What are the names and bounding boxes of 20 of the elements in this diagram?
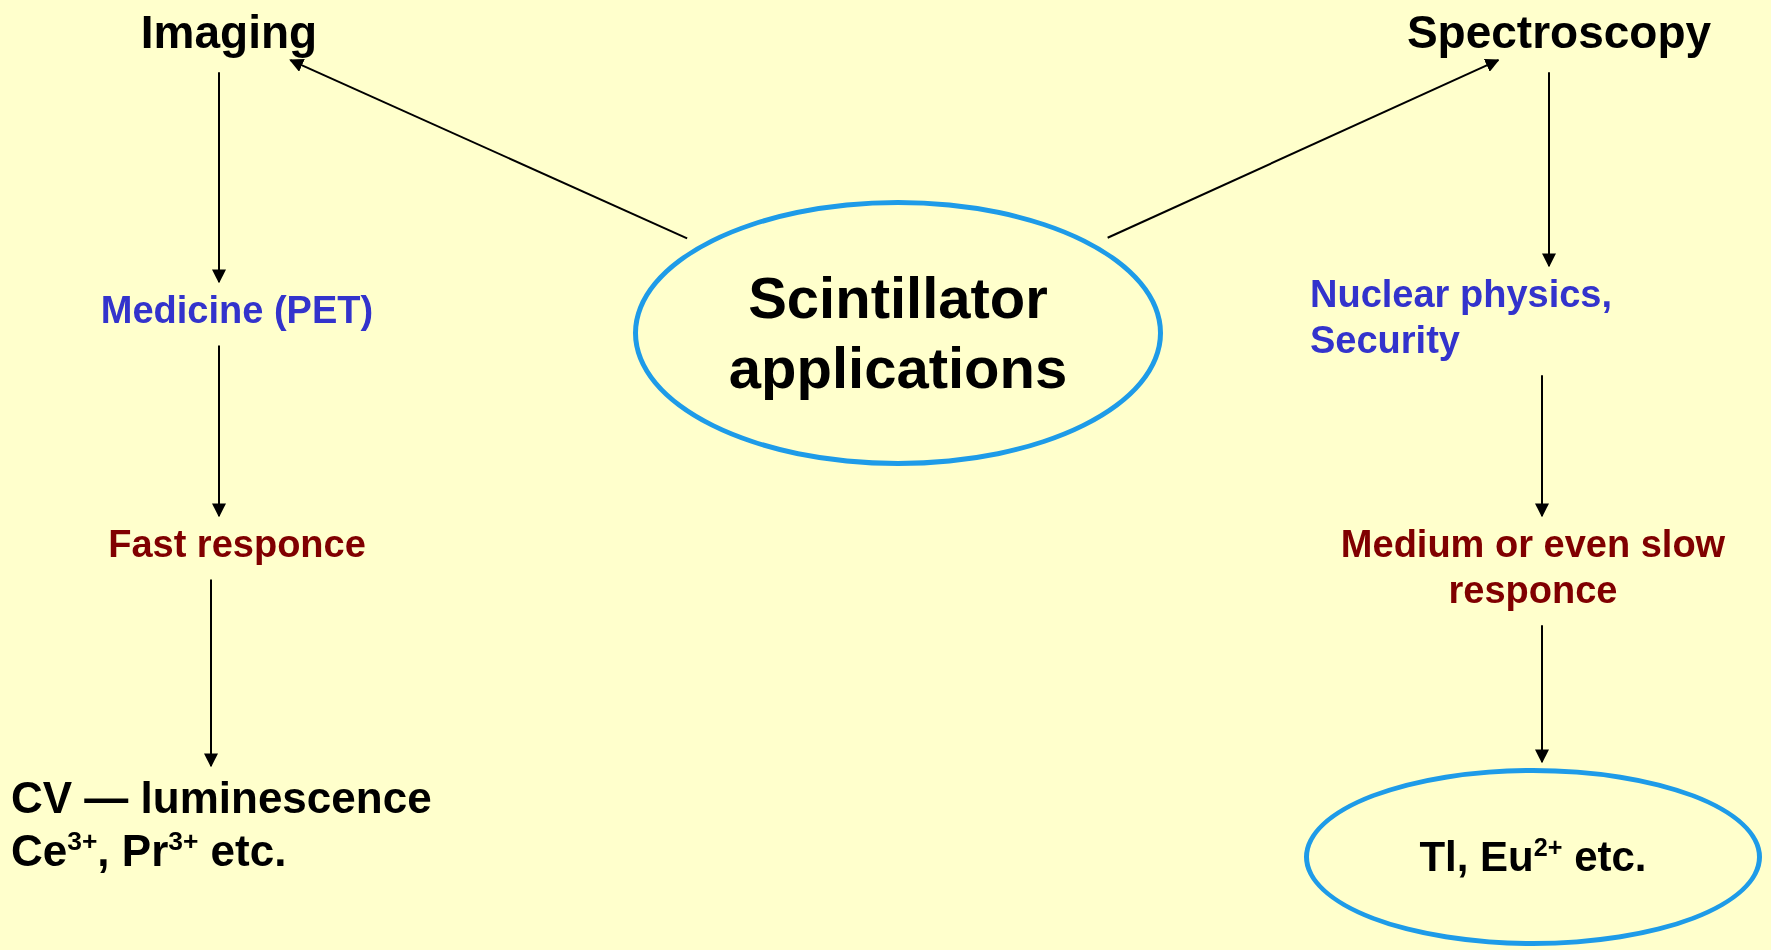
node-label: Nuclear physics, Security xyxy=(1310,272,1614,363)
node-label: Ce$^{3+}$, Pr$^{3+}$ etc. xyxy=(11,824,287,877)
ellipse-node xyxy=(1304,768,1762,946)
arrow xyxy=(204,578,218,768)
node-label: Imaging xyxy=(140,5,318,60)
arrow xyxy=(1535,624,1549,764)
arrow xyxy=(212,344,226,518)
node-label: Scintillator applications xyxy=(727,264,1069,402)
node-label: Medium or even slow responce xyxy=(1339,522,1727,613)
node-label: Spectroscopy xyxy=(1406,5,1712,60)
arrow xyxy=(1535,374,1549,518)
arrow xyxy=(289,58,689,240)
node-label: Fast responce xyxy=(108,522,366,567)
arrow xyxy=(212,71,226,284)
arrow xyxy=(1106,59,1500,239)
node-label: Tl, Eu$^{2+}$ etc. xyxy=(1418,831,1648,882)
node-label: CV — luminescence xyxy=(11,772,432,824)
node-label: Medicine (PET) xyxy=(100,288,374,333)
arrow xyxy=(1542,71,1556,268)
ellipse-node xyxy=(633,200,1163,466)
